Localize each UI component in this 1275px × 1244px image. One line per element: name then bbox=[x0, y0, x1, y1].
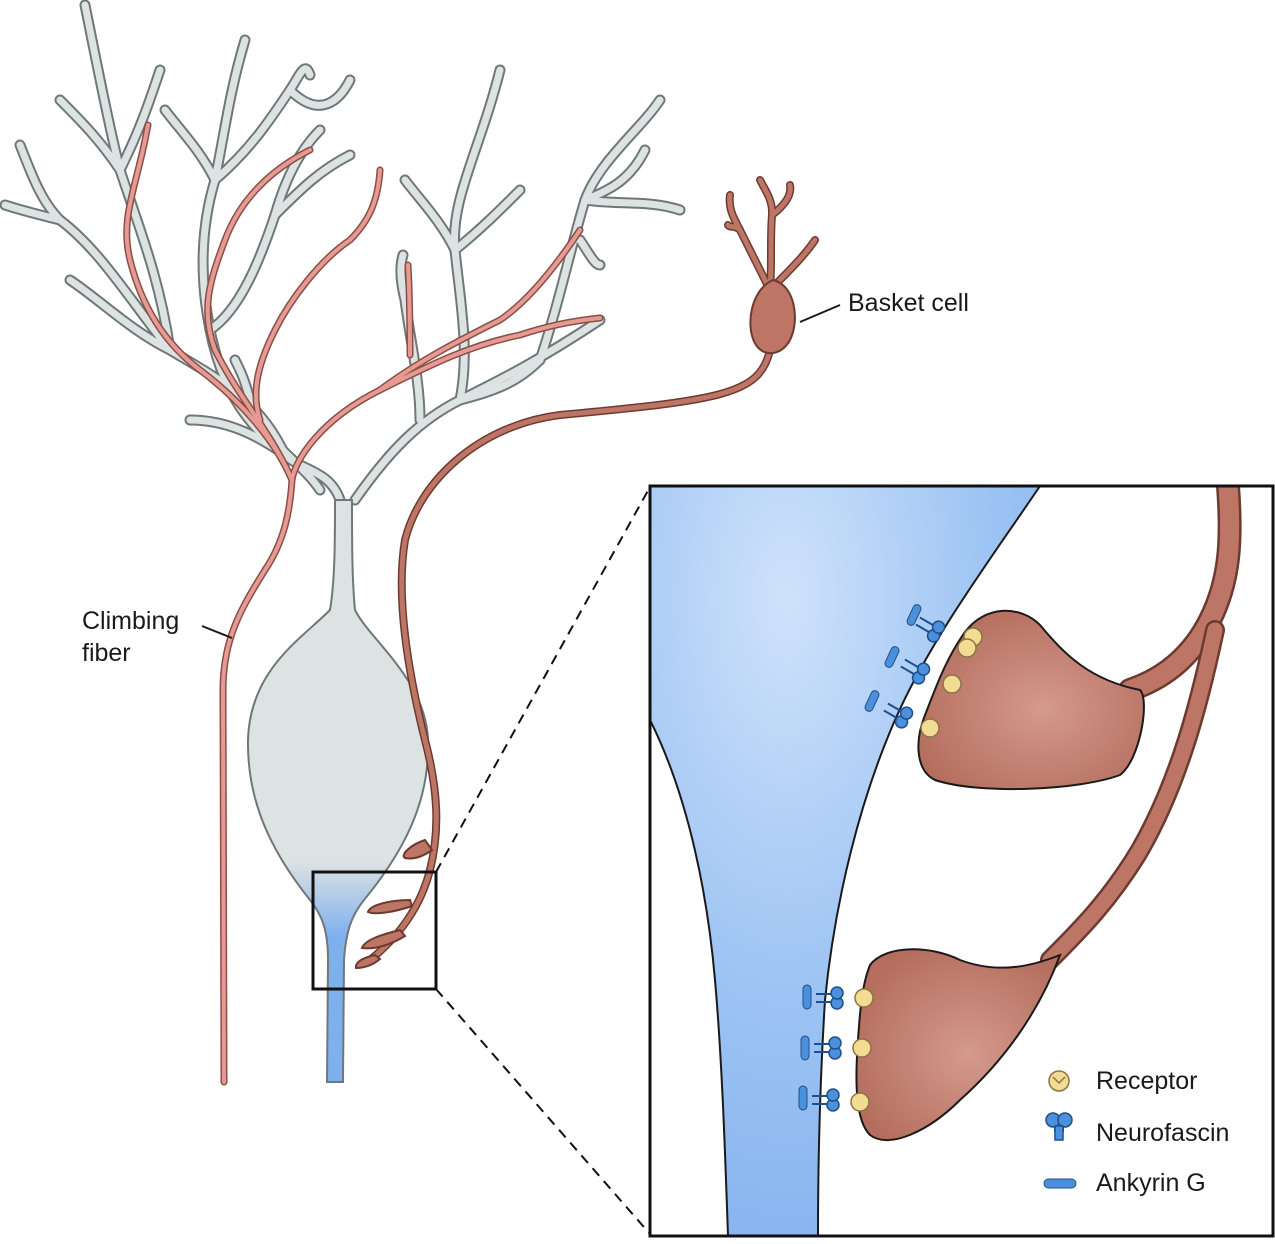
receptor-marker bbox=[854, 988, 874, 1008]
basket-cell-label: Basket cell bbox=[848, 289, 969, 317]
neurofascin-marker bbox=[816, 986, 844, 1010]
legend-neurofascin-label: Neurofascin bbox=[1096, 1119, 1230, 1147]
legend-ankyrin-label: Ankyrin G bbox=[1096, 1169, 1206, 1197]
receptor-marker bbox=[942, 674, 962, 694]
receptor-marker bbox=[957, 638, 977, 658]
climbing-fiber-label-line1: Climbing bbox=[82, 607, 180, 635]
legend-ankyrin-symbol bbox=[1043, 1178, 1077, 1189]
neurofascin-marker bbox=[900, 658, 931, 685]
neurofascin-marker bbox=[915, 616, 946, 643]
ankyrin-marker bbox=[906, 604, 922, 626]
receptor-marker bbox=[920, 718, 940, 738]
neurofascin-marker bbox=[812, 1088, 840, 1112]
basket-cell bbox=[354, 176, 819, 970]
upper-bouton bbox=[917, 609, 1145, 791]
legend-receptor-label: Receptor bbox=[1096, 1067, 1198, 1095]
purkinje-soma bbox=[246, 499, 430, 1083]
legend-receptor-symbol bbox=[1048, 1070, 1070, 1092]
receptor-marker bbox=[850, 1092, 870, 1112]
ankyrin-marker bbox=[800, 1035, 810, 1061]
ankyrin-marker bbox=[802, 984, 812, 1010]
receptor-marker bbox=[852, 1038, 872, 1058]
climbing-fiber-label-line2: fiber bbox=[82, 639, 131, 667]
climbing-fiber-leader bbox=[201, 625, 233, 639]
ankyrin-marker bbox=[864, 690, 880, 712]
zoom-line-bottom bbox=[435, 988, 651, 1235]
neurofascin-marker bbox=[883, 702, 914, 729]
legend-neurofascin-symbol bbox=[1045, 1112, 1073, 1141]
neurofascin-marker bbox=[814, 1036, 842, 1060]
ankyrin-marker bbox=[884, 646, 900, 668]
synapse-molecules-upper bbox=[864, 604, 983, 738]
axon-initial-segment bbox=[650, 486, 1042, 1236]
ankyrin-marker bbox=[798, 1085, 808, 1111]
inset-panel bbox=[650, 486, 1273, 1236]
zoom-line-top bbox=[435, 486, 651, 873]
climbing-fiber bbox=[123, 121, 604, 1086]
inset-frame bbox=[648, 484, 1275, 1238]
synapse-molecules-lower bbox=[798, 984, 874, 1112]
basket-cell-leader bbox=[799, 304, 841, 323]
zoom-box bbox=[311, 870, 438, 991]
purkinje-dendrites bbox=[0, 0, 686, 506]
